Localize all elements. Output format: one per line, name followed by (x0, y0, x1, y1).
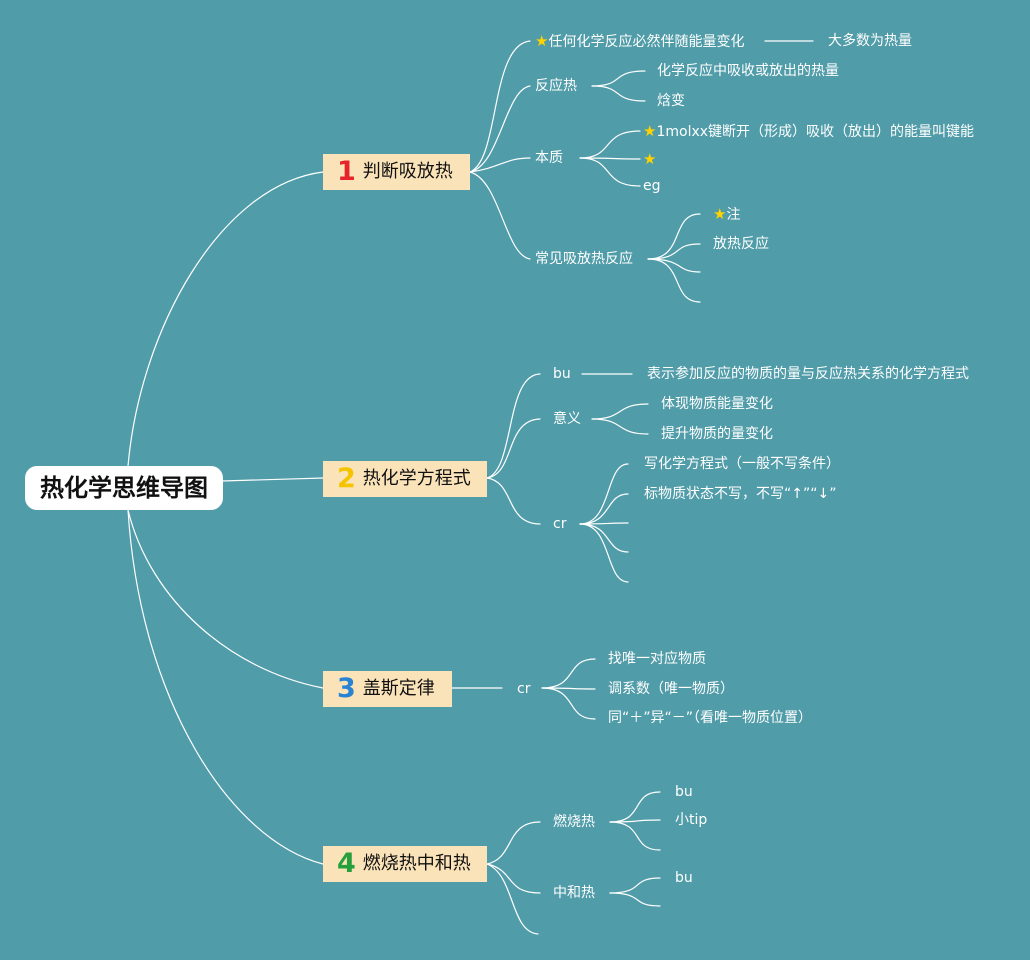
star-icon: ★ (535, 32, 549, 50)
node-t1-c1[interactable]: ★1molxx键断开（形成）吸收（放出）的能量叫键能 (643, 122, 975, 140)
node-t1-d2[interactable]: 放热反应 (713, 236, 769, 252)
star-icon: ★ (643, 150, 657, 168)
node-t1-c2[interactable]: ★ (643, 150, 656, 169)
topic-3-label: 盖斯定律 (362, 678, 435, 699)
number-3-icon: 3 (337, 673, 356, 704)
node-t4-b[interactable]: 中和热 (553, 885, 595, 901)
node-t4-a1[interactable]: bu (675, 784, 693, 800)
node-t1-a1[interactable]: 大多数为热量 (828, 33, 912, 49)
node-t1-b1[interactable]: 化学反应中吸收或放出的热量 (657, 63, 839, 79)
node-t2-a[interactable]: bu (553, 366, 571, 382)
topic-1-label: 判断吸放热 (362, 161, 453, 182)
node-t1-b[interactable]: 反应热 (535, 78, 577, 94)
node-t2-c[interactable]: cr (553, 516, 567, 532)
topic-1[interactable]: 1 判断吸放热 (323, 154, 470, 190)
node-t1-d1[interactable]: ★注 (713, 205, 741, 223)
node-t1-d[interactable]: 常见吸放热反应 (535, 251, 633, 267)
topic-3[interactable]: 3 盖斯定律 (323, 671, 452, 707)
node-t2-b[interactable]: 意义 (553, 411, 581, 427)
node-t4-a[interactable]: 燃烧热 (553, 814, 595, 830)
node-t4-b1[interactable]: bu (675, 870, 693, 886)
star-icon: ★ (713, 205, 727, 223)
number-1-icon: 1 (337, 156, 356, 187)
node-t2-c1[interactable]: 写化学方程式（一般不写条件） (644, 456, 840, 472)
number-2-icon: 2 (337, 463, 356, 494)
node-t3-a2[interactable]: 调系数（唯一物质） (608, 681, 734, 697)
node-t2-b1[interactable]: 体现物质能量变化 (661, 396, 773, 412)
node-t1-b2[interactable]: 焓变 (657, 93, 685, 109)
node-t1-c3[interactable]: eg (643, 178, 661, 194)
node-t2-c2[interactable]: 标物质状态不写，不写“↑”“↓” (644, 486, 837, 502)
topic-4[interactable]: 4 燃烧热中和热 (323, 846, 487, 882)
topic-4-label: 燃烧热中和热 (362, 853, 471, 874)
node-t4-a2[interactable]: 小tip (675, 812, 708, 828)
node-t3-a3[interactable]: 同“＋”异“－”（看唯一物质位置） (608, 710, 813, 726)
node-t3-a1[interactable]: 找唯一对应物质 (608, 651, 706, 667)
root-topic[interactable]: 热化学思维导图 (25, 466, 223, 510)
node-t1-c[interactable]: 本质 (535, 150, 563, 166)
node-t1-a[interactable]: ★任何化学反应必然伴随能量变化 (535, 32, 745, 50)
node-t2-a1[interactable]: 表示参加反应的物质的量与反应热关系的化学方程式 (647, 366, 969, 382)
star-icon: ★ (643, 122, 657, 140)
node-t2-b2[interactable]: 提升物质的量变化 (661, 426, 773, 442)
number-4-icon: 4 (337, 848, 356, 879)
node-t3-a[interactable]: cr (517, 681, 531, 697)
topic-2[interactable]: 2 热化学方程式 (323, 461, 487, 497)
topic-2-label: 热化学方程式 (362, 468, 471, 489)
